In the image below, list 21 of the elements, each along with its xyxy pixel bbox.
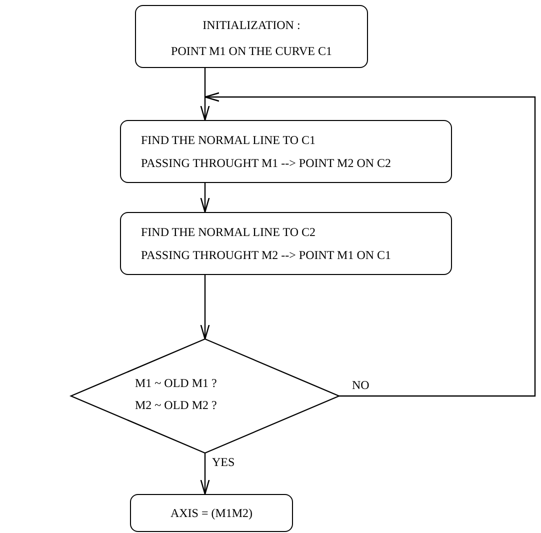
node-text: M2 ~ OLD M2 ? bbox=[135, 398, 217, 412]
process-box bbox=[120, 120, 452, 183]
arrow bbox=[200, 275, 210, 340]
process-box bbox=[120, 212, 452, 275]
node-text: M1 ~ OLD M1 ? bbox=[135, 376, 217, 390]
node-text: PASSING THROUGHT M1 --> POINT M2 ON C2 bbox=[141, 156, 392, 170]
node-text: FIND THE NORMAL LINE TO C1 bbox=[141, 133, 316, 147]
node-text: AXIS = (M1M2) bbox=[169, 506, 254, 520]
edge-label: YES bbox=[211, 455, 236, 469]
arrow bbox=[204, 92, 536, 397]
decision-diamond bbox=[71, 339, 339, 453]
node-text: FIND THE NORMAL LINE TO C2 bbox=[141, 225, 316, 239]
node-text: POINT M1 ON THE CURVE C1 bbox=[170, 44, 333, 58]
arrow bbox=[200, 183, 210, 213]
arrow bbox=[200, 68, 210, 121]
edge-label: NO bbox=[351, 378, 370, 392]
arrow bbox=[200, 453, 210, 495]
node-text: PASSING THROUGHT M2 --> POINT M1 ON C1 bbox=[141, 248, 392, 262]
process-box bbox=[130, 494, 293, 532]
node-text: INITIALIZATION : bbox=[202, 18, 302, 32]
process-box bbox=[135, 5, 368, 68]
